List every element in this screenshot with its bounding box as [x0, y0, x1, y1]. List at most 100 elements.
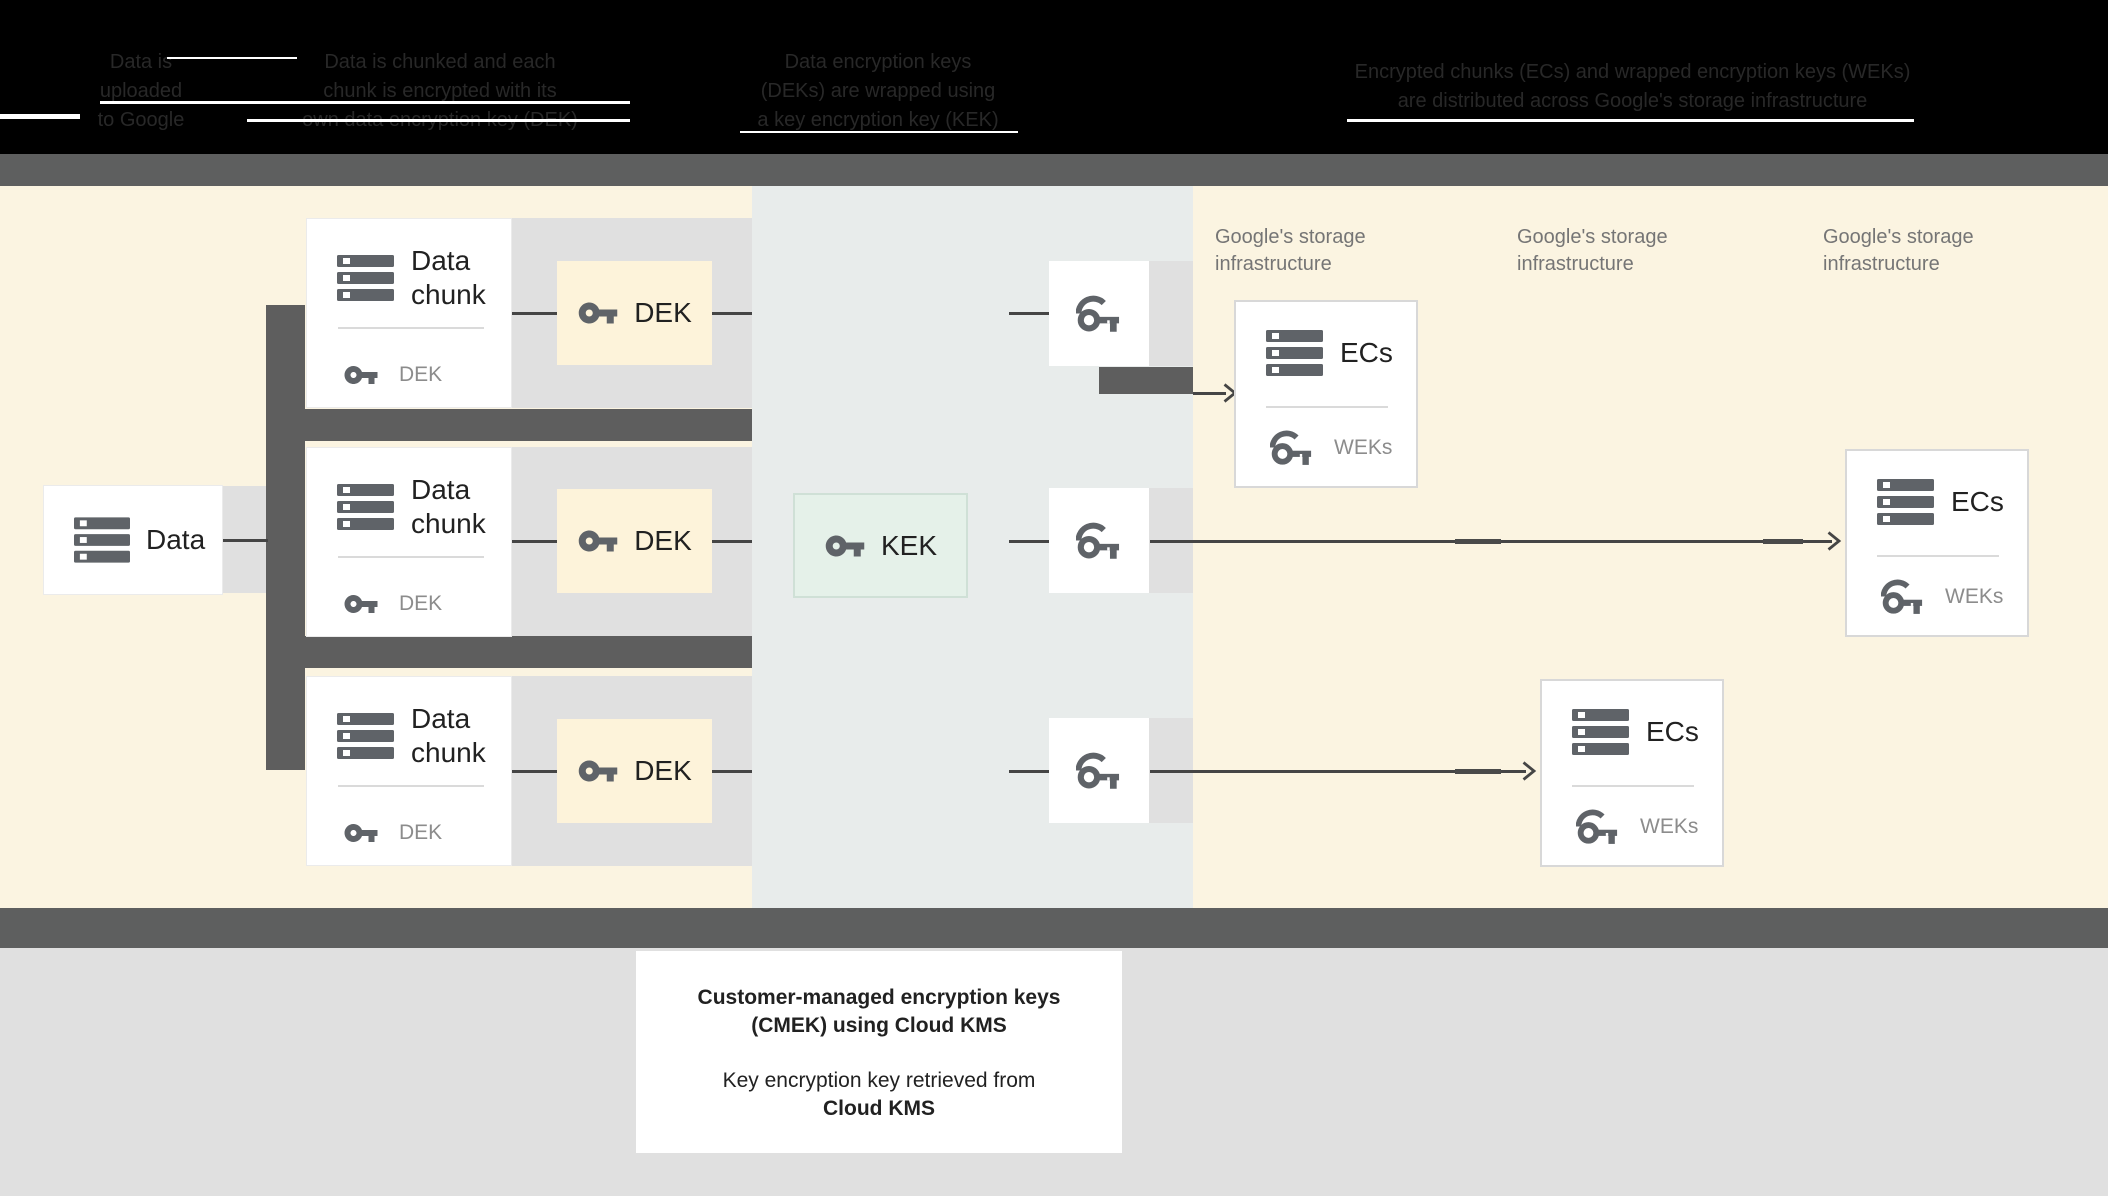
- chunk-divider: [338, 556, 484, 558]
- underline-mark: [167, 57, 297, 59]
- dek-small-label: DEK: [399, 592, 443, 615]
- ecs-storage-icon: [1572, 709, 1629, 755]
- dek-label: DEK: [634, 755, 692, 786]
- dek-key-icon: [343, 586, 379, 622]
- step-3-text: Data encryption keys (DEKs) are wrapped …: [730, 48, 1026, 135]
- caption-line-2: (CMEK) using Cloud KMS: [751, 1014, 1007, 1037]
- connector-dek2-out: [712, 540, 752, 543]
- kek-box: KEK: [793, 493, 968, 598]
- weks-label: WEKs: [1640, 815, 1699, 838]
- ecs-label: ECs: [1951, 486, 2004, 517]
- storage-label-line-1: Google's storage: [1517, 226, 1668, 248]
- dek-label: DEK: [634, 297, 692, 328]
- storage-label-line-2: infrastructure: [1823, 253, 1940, 275]
- branch-arm-top: [266, 409, 752, 441]
- chunk-divider: [338, 785, 484, 787]
- connector-dek3-out: [712, 770, 752, 773]
- ecs-storage-icon: [1877, 479, 1934, 525]
- step-1-line-1: Data is: [109, 51, 173, 73]
- wrapped-key-elbow-bar: [1099, 367, 1193, 394]
- step-1-line-2: uploaded: [99, 80, 183, 102]
- branch-arm-bottom: [266, 636, 752, 668]
- underline-mark: [100, 101, 630, 104]
- caption-line-3: Key encryption key retrieved from: [722, 1069, 1036, 1092]
- arrow-line-ecs1: [1193, 392, 1226, 395]
- weks-label: WEKs: [1945, 585, 2004, 608]
- underline-mark: [247, 119, 630, 122]
- ecs-divider: [1572, 785, 1694, 787]
- connector-into-key1: [1009, 312, 1049, 315]
- connector-chunk2-dek2: [512, 540, 557, 543]
- storage-label-line-1: Google's storage: [1215, 226, 1366, 248]
- step-4-line-1: Encrypted chunks (ECs) and wrapped encry…: [1354, 61, 1911, 83]
- connector-into-key2: [1009, 540, 1049, 543]
- underline-mark: [1347, 119, 1914, 122]
- ecs-box-2: ECs WEKs: [1845, 449, 2029, 637]
- ecs-label: ECs: [1340, 337, 1393, 368]
- arrow-line-ecs3-seg1: [1455, 769, 1501, 774]
- connector-chunk3-dek3: [512, 770, 557, 773]
- ecs-box-3: ECs WEKs: [1540, 679, 1724, 867]
- step-3-line-3: a key encryption key (KEK): [757, 109, 999, 131]
- caption-box: Customer-managed encryption keys (CMEK) …: [636, 951, 1122, 1153]
- dek-small-label: DEK: [399, 363, 443, 386]
- kms-key-icon: [1076, 750, 1122, 792]
- kms-key-icon: [1076, 293, 1122, 335]
- dek-small-label: DEK: [399, 821, 443, 844]
- step-3-line-1: Data encryption keys: [784, 51, 972, 73]
- dek-key-icon: [577, 292, 619, 334]
- wrapped-key-box-1: [1049, 261, 1149, 366]
- bottom-divider-bar: [0, 908, 2108, 949]
- arrowhead-ecs3: [1521, 760, 1537, 782]
- ecs-box-1: ECs WEKs: [1234, 300, 1418, 488]
- storage-label-3: Google's storage infrastructure: [1823, 224, 1974, 278]
- ecs-label: ECs: [1646, 716, 1699, 747]
- arrow-line-ecs2-seg1: [1455, 539, 1501, 544]
- connector-into-key3: [1009, 770, 1049, 773]
- data-chunk-storage-icon: [337, 255, 394, 301]
- ecs-divider: [1266, 406, 1388, 408]
- chunk-divider: [338, 327, 484, 329]
- arrowhead-ecs2: [1826, 530, 1842, 552]
- kek-label: KEK: [880, 529, 938, 561]
- branch-trunk: [266, 305, 305, 770]
- weks-key-icon: [1270, 428, 1314, 468]
- step-1-line-3: to Google: [97, 109, 185, 131]
- data-storage-icon: [74, 517, 130, 563]
- dek-label: DEK: [634, 525, 692, 556]
- ecs-divider: [1877, 555, 1999, 557]
- storage-label-line-2: infrastructure: [1215, 253, 1332, 275]
- dek-box-1: DEK: [557, 261, 712, 365]
- step-2-line-1: Data is chunked and each: [324, 51, 556, 73]
- step-1-text: Data is uploaded to Google: [85, 48, 197, 135]
- caption-line-1: Customer-managed encryption keys: [697, 986, 1061, 1009]
- step-3-line-2: (DEKs) are wrapped using: [760, 80, 996, 102]
- storage-label-line-1: Google's storage: [1823, 226, 1974, 248]
- dek-key-icon: [343, 357, 379, 393]
- connector-chunk1-dek1: [512, 312, 557, 315]
- caption-line-4: Cloud KMS: [823, 1097, 935, 1120]
- key-band-1: [1149, 261, 1193, 366]
- step-2-line-2: chunk is encrypted with its: [323, 80, 557, 102]
- dek-key-icon: [577, 520, 619, 562]
- top-divider-bar: [0, 154, 2108, 186]
- weks-key-icon: [1576, 807, 1620, 847]
- data-chunk-storage-icon: [337, 484, 394, 530]
- wrapped-key-box-2: [1049, 488, 1149, 593]
- data-label: Data: [146, 524, 206, 555]
- arrow-line-ecs3: [1150, 770, 1526, 773]
- underline-mark: [740, 131, 1018, 133]
- dek-box-2: DEK: [557, 489, 712, 593]
- wrapped-key-box-3: [1049, 718, 1149, 823]
- weks-label: WEKs: [1334, 436, 1393, 459]
- ecs-storage-icon: [1266, 330, 1323, 376]
- kek-key-icon: [824, 525, 866, 567]
